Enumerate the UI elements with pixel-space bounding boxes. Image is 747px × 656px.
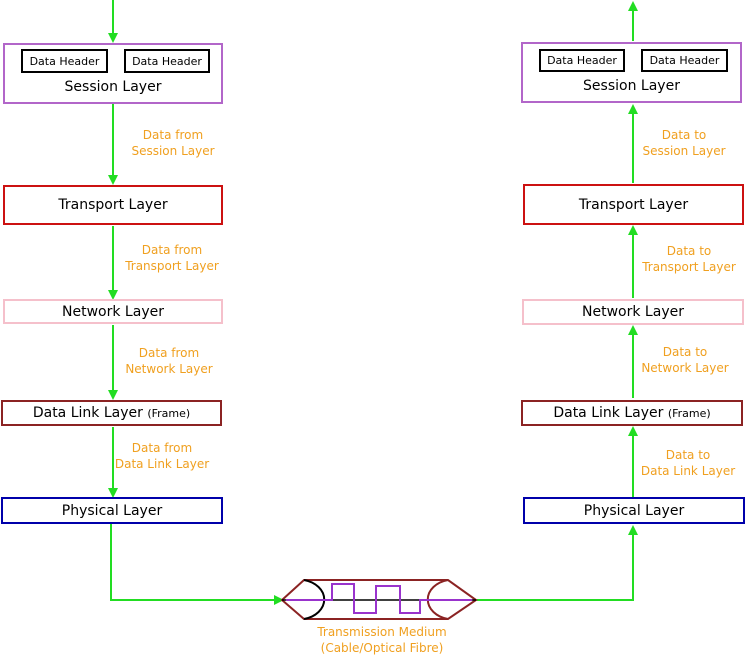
right-network-label: Network Layer [582,304,684,320]
right-datalink-label: Data Link Layer [553,405,664,421]
left-datalink-label: Data Link Layer [32,405,143,421]
left-data-header-1: Data Header [21,49,108,73]
left-transport-layer: Transport Layer [3,185,223,225]
right-datalink-layer: Data Link Layer (Frame) [521,400,743,426]
right-session-label: Session Layer [583,78,680,94]
arrow-medium-to-right-physical [476,525,638,601]
left-session-layer: Data Header Data Header Session Layer [3,43,223,104]
right-physical-layer: Physical Layer [523,497,745,524]
right-transport-layer: Transport Layer [523,184,744,225]
right-datalink-suffix: (Frame) [667,406,711,420]
arrow-left-physical-to-medium [110,524,284,605]
left-data-header-2: Data Header [124,49,210,73]
transmission-medium-label: Transmission Medium(Cable/Optical Fibre) [317,625,447,655]
right-physical-label: Physical Layer [583,502,685,519]
left-datalink-suffix: (Frame) [147,406,191,420]
left-datalink-layer: Data Link Layer (Frame) [1,400,222,426]
left-network-label: Network Layer [62,303,164,320]
left-transport-label: Transport Layer [58,197,168,213]
transmission-medium-icon [280,579,478,620]
right-network-layer: Network Layer [522,299,744,325]
left-physical-label: Physical Layer [61,502,163,519]
right-transport-label: Transport Layer [578,196,689,213]
left-network-layer: Network Layer [3,299,223,324]
right-data-header-1: Data Header [539,49,625,72]
left-physical-layer: Physical Layer [1,497,223,524]
right-data-header-2: Data Header [641,49,728,72]
left-session-label: Session Layer [64,79,162,95]
right-session-layer: Data Header Data Header Session Layer [521,42,742,103]
